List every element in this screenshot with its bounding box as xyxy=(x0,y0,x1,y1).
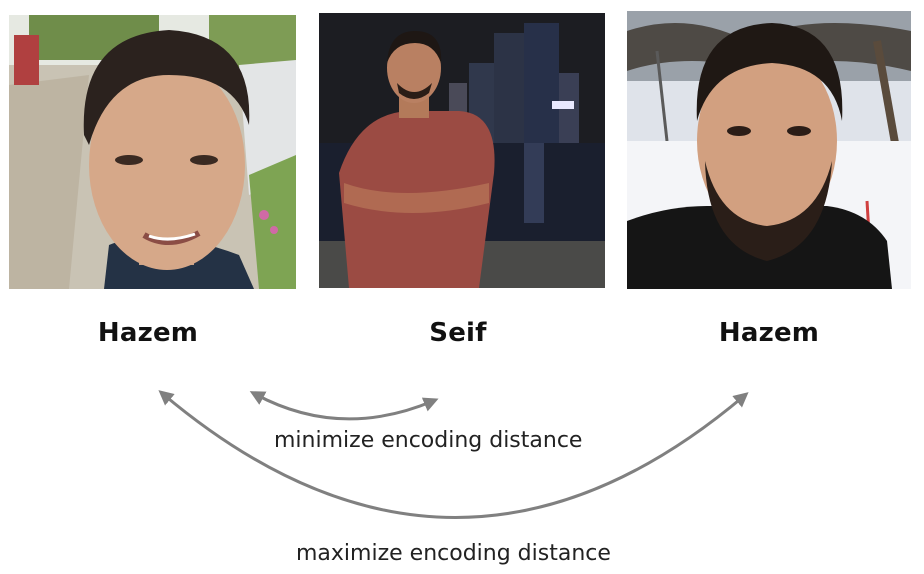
snow-photo xyxy=(627,11,911,289)
maximize-caption: maximize encoding distance xyxy=(296,541,611,566)
maximize-arrow xyxy=(158,390,749,519)
name-label-middle: Seif xyxy=(429,318,487,348)
name-label-right: Hazem xyxy=(718,318,820,348)
selfie-photo xyxy=(9,15,296,289)
person-photo-middle xyxy=(319,13,605,288)
minimize-caption: minimize encoding distance xyxy=(274,428,583,453)
name-label-left: Hazem xyxy=(97,318,199,348)
person-photo-right xyxy=(627,11,911,289)
night-photo xyxy=(319,13,605,288)
person-photo-left xyxy=(9,15,296,289)
minimize-arrow xyxy=(249,391,439,421)
